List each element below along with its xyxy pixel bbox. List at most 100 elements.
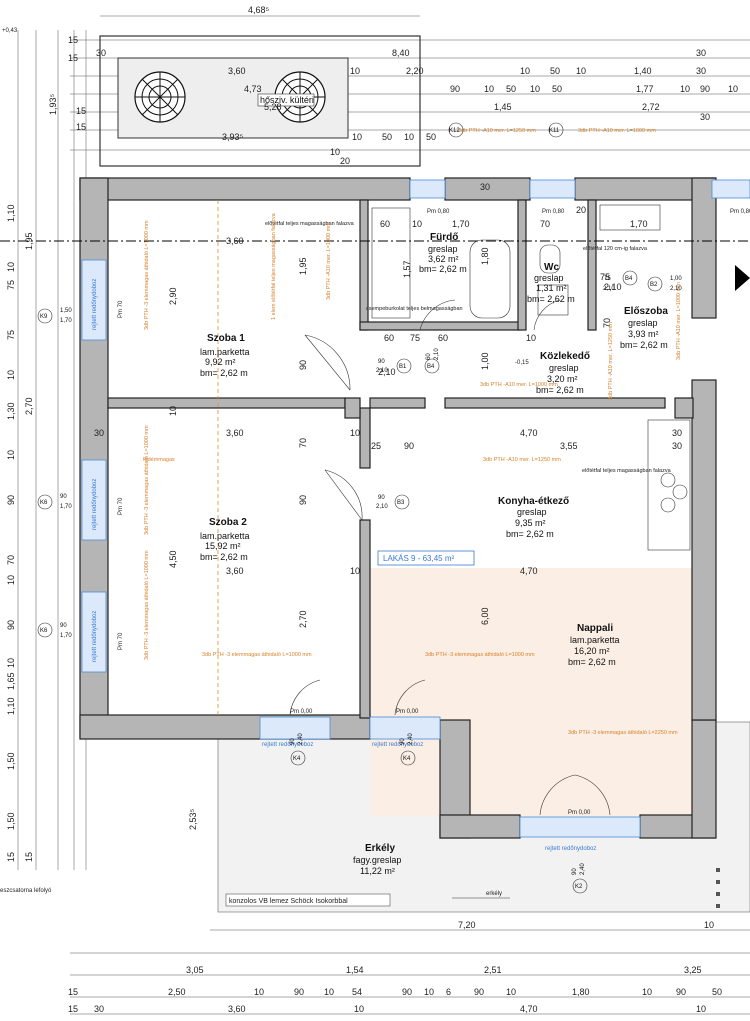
szoba1-floor: lam.parketta <box>200 347 250 357</box>
opening-3: 2,10 <box>434 348 440 360</box>
inner-h1-0: 3,60 <box>226 236 244 246</box>
pm080-label-2: Pm 0,80 <box>542 209 565 215</box>
top-dim-r6-2: 30 <box>480 182 490 192</box>
inner-h1-2: 1,70 <box>452 219 470 229</box>
left-dim-12: 1,30 <box>6 402 16 420</box>
opening-4: 90 <box>378 495 385 501</box>
room-szoba1: Szoba 1 lam.parketta 9,92 m² bm= 2,62 m <box>200 333 250 378</box>
left-dim-16: 10 <box>6 575 16 585</box>
left-dim-3: 15 <box>76 106 86 116</box>
kitchen-counter <box>647 419 691 551</box>
inner-h2-3: 60 <box>438 333 448 343</box>
szoba2-area: 15,92 m² <box>205 541 241 551</box>
tag-k4-b: K4 <box>403 756 411 762</box>
opening-6: 1,00 <box>670 276 682 282</box>
inner-h4-4: 30 <box>672 441 682 451</box>
room-eloszoba: Előszoba greslap 3,93 m² bm= 2,62 m <box>620 306 668 350</box>
szoba2-height: bm= 2,62 m <box>200 552 248 562</box>
room-erkely: Erkély fagy.greslap 11,22 m² <box>353 843 401 876</box>
interior-walls <box>107 199 694 719</box>
inner-h5-1: 10 <box>350 566 360 576</box>
left-dim-21: 1,50 <box>6 752 16 770</box>
inner-v-11: 70 <box>602 318 612 328</box>
level-plus043: +0,43 <box>2 28 18 34</box>
tag-k6-a: K6 <box>40 500 48 506</box>
inner-h1-5: 20 <box>576 205 586 215</box>
top-dim-r1-0: 30 <box>96 48 106 58</box>
left-dim-19: 1,65 <box>6 672 16 690</box>
bottom-r3-13: 90 <box>676 987 686 997</box>
bottom-r2-3: 3,25 <box>684 965 702 975</box>
left-dim-6: 1,95 <box>24 232 34 250</box>
apartment-label: LAKÁS 9 - 63,45 m² <box>383 554 454 563</box>
top-dim-r5-1: 10 <box>352 132 362 142</box>
tile-note-line: csempeburkolat teljes belmagasságban <box>366 306 463 312</box>
inner-h3-3: 30 <box>94 428 104 438</box>
left-dim-11: 2,70 <box>24 397 34 415</box>
eloszoba-height: bm= 2,62 m <box>620 340 668 350</box>
opening-tags: K12 K11 K9 K6 K6 K4 K4 K2 B1 B4 B3 B4 B2 <box>37 122 663 894</box>
top-dim-r4-1: 1,45 <box>494 102 512 112</box>
bottom-r4-2: 3,60 <box>228 1004 246 1014</box>
pm070-label-3: Pm 70 <box>118 632 124 650</box>
shutter-box-label-4: rejtett redőnydoboz <box>262 742 313 748</box>
lintel-szoba1-window: 3db PTH -3 elemmagas áthidaló L=1000 mm <box>144 220 150 330</box>
inner-v-6: 2,70 <box>298 610 308 628</box>
tag-b2: B2 <box>650 282 658 288</box>
shutter-box-label-2: rejtett redőnydoboz <box>92 479 98 530</box>
bottom-r4-4: 4,70 <box>520 1004 538 1014</box>
inner-v-5: 4,50 <box>168 550 178 568</box>
bottom-r4-5: 10 <box>696 1004 706 1014</box>
bottom-r4-1: 30 <box>94 1004 104 1014</box>
bottom-r4-3: 10 <box>354 1004 364 1014</box>
inner-v-3: 70 <box>298 438 308 448</box>
top-dim-r3-3: 50 <box>506 84 516 94</box>
opening-10: 1,50 <box>60 308 72 314</box>
pm000-label-2: Pm 0,00 <box>396 709 419 715</box>
tag-b4-b: B4 <box>625 276 633 282</box>
tag-k4-a: K4 <box>293 756 301 762</box>
bottom-r2-2: 2,51 <box>484 965 502 975</box>
lintel-nappali-bottom: 3db PTH -3 elemmagas áthidaló L=2250 mm <box>568 730 678 736</box>
kozlekedo-name: Közlekedő <box>540 351 590 362</box>
top-dim-r2-5: 10 <box>576 66 586 76</box>
konyha-name: Konyha-étkező <box>498 496 569 507</box>
eloszoba-area: 3,93 m² <box>628 329 659 339</box>
konyha-floor: greslap <box>517 507 547 517</box>
fan-left-icon <box>134 71 186 123</box>
bottom-r3-3: 90 <box>294 987 304 997</box>
bottom-r3-6: 90 <box>402 987 412 997</box>
top-dim-r3-6: 1,77 <box>636 84 654 94</box>
top-dimensions: 4,68⁵ 30 8,40 30 3,60 10 2,20 10 50 10 1… <box>96 5 738 192</box>
inner-h4-2: 90 <box>404 441 414 451</box>
inner-h2-4: 10 <box>526 333 536 343</box>
inner-v-0: 2,90 <box>168 287 178 305</box>
right-edge-marks <box>716 868 720 908</box>
opening-21: 2,40 <box>580 863 586 875</box>
left-dim-1: 15 <box>68 53 78 63</box>
heat-pump-unit: hősziv. kültéri <box>99 35 421 167</box>
opening-19: 2,40 <box>408 733 414 745</box>
inner-h3-2: 4,70 <box>520 428 538 438</box>
level-minus015: -0,15 <box>515 360 529 366</box>
lintel-szoba1-vertical: 1 elem előtétfal teljes magasságban fala… <box>271 212 277 320</box>
pm070-label-1: Pm 70 <box>118 300 124 318</box>
inner-h2-1: 75 <box>410 333 420 343</box>
top-dim-r2-7: 30 <box>696 66 706 76</box>
bottom-r3-9: 90 <box>474 987 484 997</box>
inner-h1-1: 60 <box>380 219 390 229</box>
nappali-name: Nappali <box>577 623 613 634</box>
inner-v-1: 1,95 <box>298 257 308 275</box>
opening-sizes: 90 2,10 60 2,10 90 2,10 1,00 2,10 75 2,1… <box>60 276 682 875</box>
left-dim-8: 10 <box>6 262 16 272</box>
top-dim-r5-4: 50 <box>426 132 436 142</box>
left-dim-9: 75 <box>6 330 16 340</box>
pm000-label-1: Pm 0,00 <box>290 709 313 715</box>
bottom-r3-10: 10 <box>506 987 516 997</box>
inner-h4-1: 25 <box>371 441 381 451</box>
inner-v-8: 1,57 <box>402 260 412 278</box>
furdo-area: 3,62 m² <box>428 254 459 264</box>
szoba1-name: Szoba 1 <box>207 333 245 344</box>
erkely-name: Erkély <box>365 843 395 854</box>
